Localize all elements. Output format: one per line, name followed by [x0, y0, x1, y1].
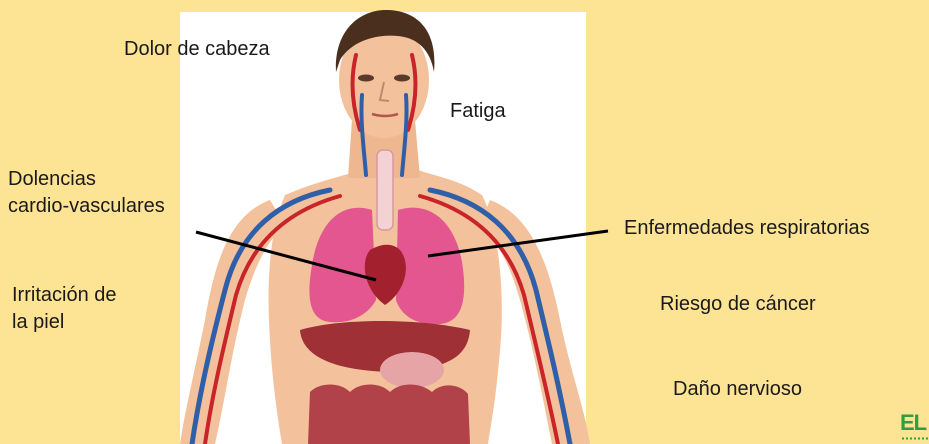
label-skin-line1: Irritación de [12, 282, 117, 309]
label-cardio: Dolencias cardio-vasculares [8, 166, 165, 220]
label-cancer: Riesgo de cáncer [660, 291, 816, 318]
label-skin: Irritación de la piel [12, 282, 117, 336]
left-eye [358, 75, 374, 82]
right-eye [394, 75, 410, 82]
label-nerve: Daño nervioso [673, 376, 802, 403]
logo: EL [900, 410, 926, 436]
label-fatigue: Fatiga [450, 98, 506, 125]
label-headache: Dolor de cabeza [124, 36, 270, 63]
label-cardio-line2: cardio-vasculares [8, 193, 165, 220]
label-skin-line2: la piel [12, 309, 117, 336]
trachea [377, 150, 393, 230]
label-cardio-line1: Dolencias [8, 166, 165, 193]
logo-dots [901, 437, 929, 440]
label-respiratory: Enfermedades respiratorias [624, 215, 870, 242]
intestines [308, 385, 470, 444]
stomach [380, 352, 444, 388]
